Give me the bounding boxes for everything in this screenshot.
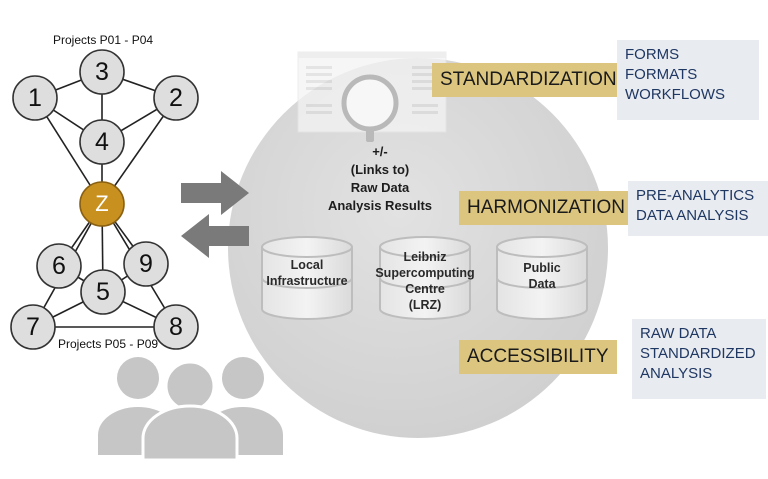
arrow-left-icon [181, 214, 249, 258]
detail-analysis: ANALYSIS [640, 365, 713, 382]
db-lrz-line-2: Supercomputing [375, 266, 475, 280]
detail-workflows: WORKFLOWS [625, 86, 725, 103]
node-3 [79, 49, 125, 95]
detail-data-analysis: DATA ANALYSIS [636, 207, 749, 224]
db-lrz-line-4: (LRZ) [408, 298, 442, 312]
db-local-line-2: Infrastructure [266, 274, 348, 288]
node-5 [80, 269, 126, 315]
detail-pre-analytics: PRE-ANALYTICS [636, 187, 755, 204]
pillar-standardization: STANDARDIZATION [432, 63, 625, 97]
node-2-label: 2 [169, 84, 183, 112]
center-line-2: (Links to) [350, 162, 410, 177]
node-4 [79, 119, 125, 165]
db-local-infrastructure-label: Local Infrastructure [257, 257, 357, 289]
details-standardization: FORMS FORMATS WORKFLOWS [617, 40, 759, 120]
center-line-4: Analysis Results [327, 198, 433, 213]
node-5-label: 5 [96, 278, 110, 306]
node-6-label: 6 [52, 252, 66, 280]
node-7-label: 7 [26, 313, 40, 341]
database-cylinders [261, 236, 588, 320]
db-public-line-1: Public [523, 261, 561, 275]
center-line-1: +/- [372, 144, 388, 159]
node-9 [123, 241, 169, 287]
detail-formats: FORMATS [625, 66, 698, 83]
db-local-line-1: Local [290, 258, 324, 272]
people-icon [98, 357, 283, 462]
node-8 [153, 304, 199, 350]
pillar-accessibility: ACCESSIBILITY [459, 340, 617, 374]
projects-top-label: Projects P01 - P04 [53, 33, 154, 47]
node-1-label: 1 [28, 84, 42, 112]
details-accessibility: RAW DATA STANDARDIZED ANALYSIS [632, 319, 766, 399]
db-lrz-label: Leibniz Supercomputing Centre (LRZ) [368, 249, 482, 313]
db-lrz-line-1: Leibniz [403, 250, 447, 264]
node-8-label: 8 [169, 313, 183, 341]
hub-node-z [79, 181, 125, 227]
db-public-data-label: Public Data [497, 260, 587, 292]
detail-forms: FORMS [625, 46, 680, 63]
node-9-label: 9 [139, 250, 153, 278]
arrow-right-icon [181, 171, 249, 215]
center-line-3: Raw Data [350, 180, 410, 195]
node-7 [10, 304, 56, 350]
network-nodes [10, 49, 199, 350]
magnifier-icon [341, 74, 399, 142]
node-2 [153, 75, 199, 121]
detail-standardized: STANDARDIZED [640, 345, 756, 362]
pillar-harmonization: HARMONIZATION [459, 191, 633, 225]
hub-node-label: Z [95, 191, 109, 216]
db-public-line-2: Data [528, 277, 556, 291]
node-3-label: 3 [95, 58, 109, 86]
detail-raw-data: RAW DATA [640, 325, 717, 342]
details-harmonization: PRE-ANALYTICS DATA ANALYSIS [628, 181, 768, 236]
projects-bottom-label: Projects P05 - P09 [58, 337, 159, 351]
center-description: +/- (Links to) Raw Data Analysis Results [300, 143, 460, 215]
db-lrz-line-3: Centre [405, 282, 445, 296]
node-4-label: 4 [95, 128, 109, 156]
node-6 [36, 243, 82, 289]
node-1 [12, 75, 58, 121]
